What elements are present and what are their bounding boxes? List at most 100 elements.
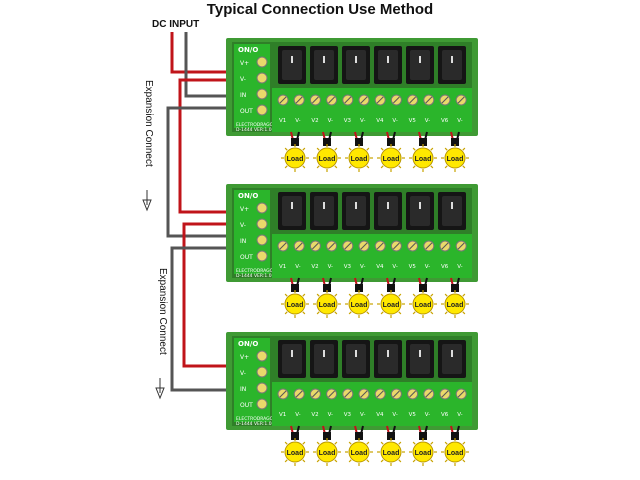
load-label: Load xyxy=(351,156,368,163)
screw-slot xyxy=(328,390,335,398)
light-ray xyxy=(380,311,384,315)
expansion-wire-red-2 xyxy=(182,222,232,368)
light-ray xyxy=(462,165,466,169)
rocker-face xyxy=(282,196,302,226)
screw-slot xyxy=(425,390,433,398)
input-terminal-block xyxy=(234,190,270,274)
load-label: Load xyxy=(383,450,400,457)
rocker-face xyxy=(442,196,462,226)
bulb-icon xyxy=(316,441,338,463)
output-terminal-strip xyxy=(272,382,472,426)
lamp-base xyxy=(451,138,459,146)
lamp-base xyxy=(419,284,427,292)
on-mark-icon xyxy=(419,56,421,63)
terminal-screw xyxy=(256,72,268,84)
terminal-label: OUT xyxy=(240,108,253,115)
load-lamp: Load xyxy=(377,425,405,466)
light-ray xyxy=(380,293,384,297)
light-ray xyxy=(348,293,352,297)
load-label: Load xyxy=(447,156,464,163)
light-ray xyxy=(444,293,448,297)
light-ray xyxy=(430,147,434,151)
light-ray xyxy=(380,165,384,169)
rocker-face xyxy=(314,196,334,226)
output-label: V- xyxy=(295,412,300,418)
rocker-face xyxy=(410,344,430,374)
light-ray xyxy=(462,311,466,315)
light-ray xyxy=(430,459,434,463)
light-ray xyxy=(366,311,370,315)
screw-slot xyxy=(393,96,400,104)
light-ray xyxy=(430,311,434,315)
screw-slot xyxy=(328,96,335,104)
input-wire-red xyxy=(170,32,232,74)
output-label: V5 xyxy=(409,412,417,418)
rocker-face xyxy=(314,344,334,374)
output-label: V- xyxy=(360,264,365,270)
on-mark-icon xyxy=(355,202,357,209)
load-lamp: Load xyxy=(441,425,469,466)
on-mark-icon xyxy=(387,350,389,357)
light-ray xyxy=(334,311,338,315)
rocker-face xyxy=(346,196,366,226)
terminal-label: V- xyxy=(240,76,246,83)
terminal-label: V+ xyxy=(240,354,249,361)
load-lamp: Load xyxy=(281,277,309,318)
rocker-face xyxy=(442,50,462,80)
on-mark-icon xyxy=(387,56,389,63)
on-mark-icon xyxy=(323,350,325,357)
lamp-base xyxy=(387,432,395,440)
light-ray xyxy=(316,459,320,463)
input-terminal-block xyxy=(234,338,270,422)
light-ray xyxy=(284,441,288,445)
rocker-face xyxy=(346,344,366,374)
load-label: Load xyxy=(447,302,464,309)
light-ray xyxy=(398,311,402,315)
bulb-icon xyxy=(444,441,466,463)
lamp-base xyxy=(291,284,299,292)
screw-slot xyxy=(409,96,416,104)
lamp-base xyxy=(323,432,331,440)
board-logo: ON/O xyxy=(238,46,258,54)
rocker-face xyxy=(282,344,302,374)
light-ray xyxy=(398,147,402,151)
expansion-wire-red-1 xyxy=(178,78,232,214)
on-mark-icon xyxy=(419,350,421,357)
on-mark-icon xyxy=(355,56,357,63)
on-mark-icon xyxy=(451,350,453,357)
light-ray xyxy=(412,459,416,463)
screw-slot xyxy=(441,390,449,398)
load-label: Load xyxy=(287,450,304,457)
screw-slot xyxy=(409,390,416,398)
light-ray xyxy=(412,147,416,151)
lamp-base xyxy=(451,284,459,292)
light-ray xyxy=(284,293,288,297)
board-model: D-1444 VER:1.0 xyxy=(236,273,272,279)
output-label: V1 xyxy=(279,264,286,270)
board-logo: ON/O xyxy=(238,340,258,348)
light-ray xyxy=(444,459,448,463)
screw-slot xyxy=(376,242,384,250)
output-label: V- xyxy=(392,264,397,270)
load-label: Load xyxy=(383,156,400,163)
light-ray xyxy=(366,441,370,445)
light-ray xyxy=(462,459,466,463)
bulb-icon xyxy=(284,147,306,169)
screw-slot xyxy=(328,242,335,250)
light-ray xyxy=(366,459,370,463)
terminal-label: V- xyxy=(240,222,246,229)
output-label: V6 xyxy=(441,264,449,270)
light-ray xyxy=(366,147,370,151)
light-ray xyxy=(284,165,288,169)
on-mark-icon xyxy=(323,56,325,63)
terminal-screw xyxy=(256,350,268,362)
terminal-screw xyxy=(256,382,268,394)
light-ray xyxy=(380,459,384,463)
load-label: Load xyxy=(351,302,368,309)
terminal-screw xyxy=(256,88,268,100)
lamp-base xyxy=(291,432,299,440)
screw-slot xyxy=(457,390,465,398)
dc-input-label: DC INPUT xyxy=(152,19,199,30)
load-lamp: Load xyxy=(313,131,341,172)
